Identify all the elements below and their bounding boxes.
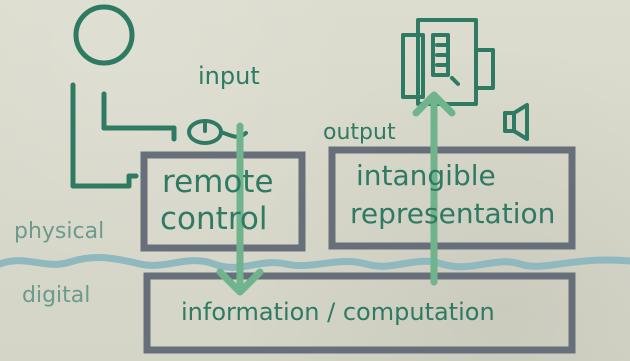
remote-control-box — [140, 151, 306, 252]
remote-label-line-1: remote — [162, 164, 274, 200]
output-arrow — [412, 91, 456, 286]
intangible-representation-box — [328, 146, 576, 250]
information-computation-box — [143, 272, 576, 354]
information-computation-label: information / computation — [181, 298, 495, 326]
monitor-icon — [401, 18, 495, 106]
output-label: output — [323, 120, 396, 145]
physical-digital-wave — [0, 254, 630, 271]
physical-label: physical — [14, 219, 104, 244]
intangible-label-line-2: representation — [350, 197, 555, 230]
digital-label: digital — [22, 283, 90, 308]
intangible-label-line-1: intangible — [356, 159, 496, 192]
speaker-icon — [503, 103, 529, 141]
person-icon — [70, 4, 177, 189]
input-label: input — [198, 62, 260, 90]
mouse-icon — [187, 119, 248, 145]
remote-label-line-2: control — [160, 201, 267, 237]
input-arrow — [216, 122, 264, 296]
